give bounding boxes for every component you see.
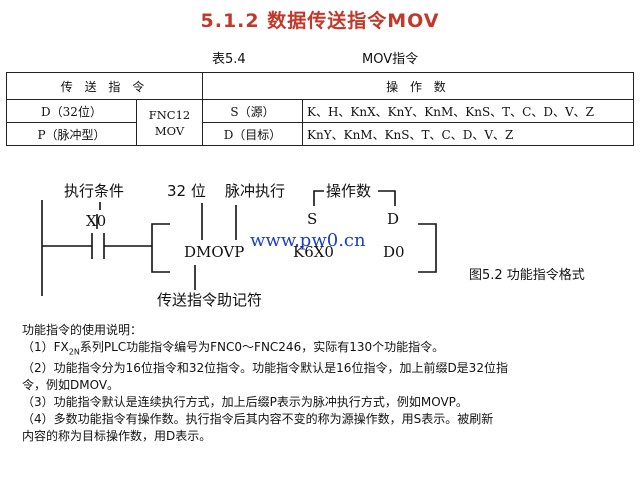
note-2-line-2: 令，例如DMOV。 (22, 378, 120, 393)
dest-symbol: D (387, 210, 400, 228)
note-1-text: 系列PLC功能指令编号为FNC0～FNC246，实际有130个功能指令。 (79, 340, 445, 354)
operands-label: 操作数 (326, 182, 372, 200)
x0-label: X0 (86, 212, 107, 230)
exec-condition-label: 执行条件 (64, 182, 125, 200)
note-1: （1）FX2N系列PLC功能指令编号为FNC0～FNC246，实际有130个功能… (22, 339, 622, 360)
instruction-bracket-right (418, 223, 437, 273)
header-transfer-instruction: 传 送 指 令 (6, 72, 203, 100)
cell-instruction: FNC12 MOV (136, 99, 203, 146)
table-row: P（脉冲型） D（目标） KnY、KnM、KnS、T、C、D、V、Z (6, 122, 634, 146)
table-caption-name: MOV指令 (362, 52, 419, 67)
source-value: K6X0 (293, 243, 334, 261)
cell-dest-operands: KnY、KnM、KnS、T、C、D、V、Z (302, 122, 634, 146)
table-header-row: 传 送 指 令 操 作 数 (6, 72, 634, 100)
usage-notes: 功能指令的使用说明： （1）FX2N系列PLC功能指令编号为FNC0～FNC24… (22, 322, 622, 445)
table-row: D（32位） FNC12 MOV S（源） K、H、KnX、KnY、KnM、Kn… (6, 99, 634, 146)
mov-instruction-table: 传 送 指 令 操 作 数 D（32位） FNC12 MOV S（源） K、H、… (6, 72, 634, 146)
note-4-line-1: （4）多数功能指令有操作数。执行指令后其内容不变的称为源操作数，用S表示。被刷新 (22, 412, 494, 427)
page-title: 5.1.2 数据传送指令MOV (200, 10, 440, 32)
notes-intro: 功能指令的使用说明： (22, 323, 143, 337)
cell-dest-label: D（目标） (202, 122, 303, 146)
figure-caption: 图5.2 功能指令格式 (469, 268, 585, 283)
watermark-text: www.pw0.cn (250, 230, 366, 251)
note-3: （3）功能指令默认是连续执行方式，加上后缀P表示为脉冲执行方式，例如MOVP。 (22, 395, 468, 410)
cell-32bit: D（32位） (6, 99, 137, 123)
note-2-line-1: （2）功能指令分为16位指令和32位指令。功能指令默认是16位指令，加上前缀D是… (22, 361, 508, 376)
instruction-bracket-left (151, 223, 170, 273)
cell-source-label: S（源） (202, 99, 303, 123)
mnemonic-code: DMOVP (184, 243, 245, 261)
cell-source-operands: K、H、KnX、KnY、KnM、KnS、T、C、D、V、Z (302, 99, 634, 123)
pulse-exec-label: 脉冲执行 (225, 182, 286, 200)
note-1-prefix: （1）FX (22, 340, 69, 354)
header-operands: 操 作 数 (202, 72, 634, 100)
operands-bracket-left (313, 190, 324, 206)
source-symbol: S (307, 210, 318, 228)
table-caption-label: 表5.4 (212, 52, 246, 67)
note-1-subscript: 2N (68, 347, 80, 357)
mnemonic-label: 传送指令助记符 (157, 291, 263, 309)
note-4-line-2: 内容的称为目标操作数，用D表示。 (22, 429, 212, 444)
cell-pulse: P（脉冲型） (6, 122, 137, 146)
bits32-label: 32 位 (167, 182, 206, 200)
operands-bracket-right (378, 190, 396, 206)
dest-value: D0 (383, 243, 405, 261)
